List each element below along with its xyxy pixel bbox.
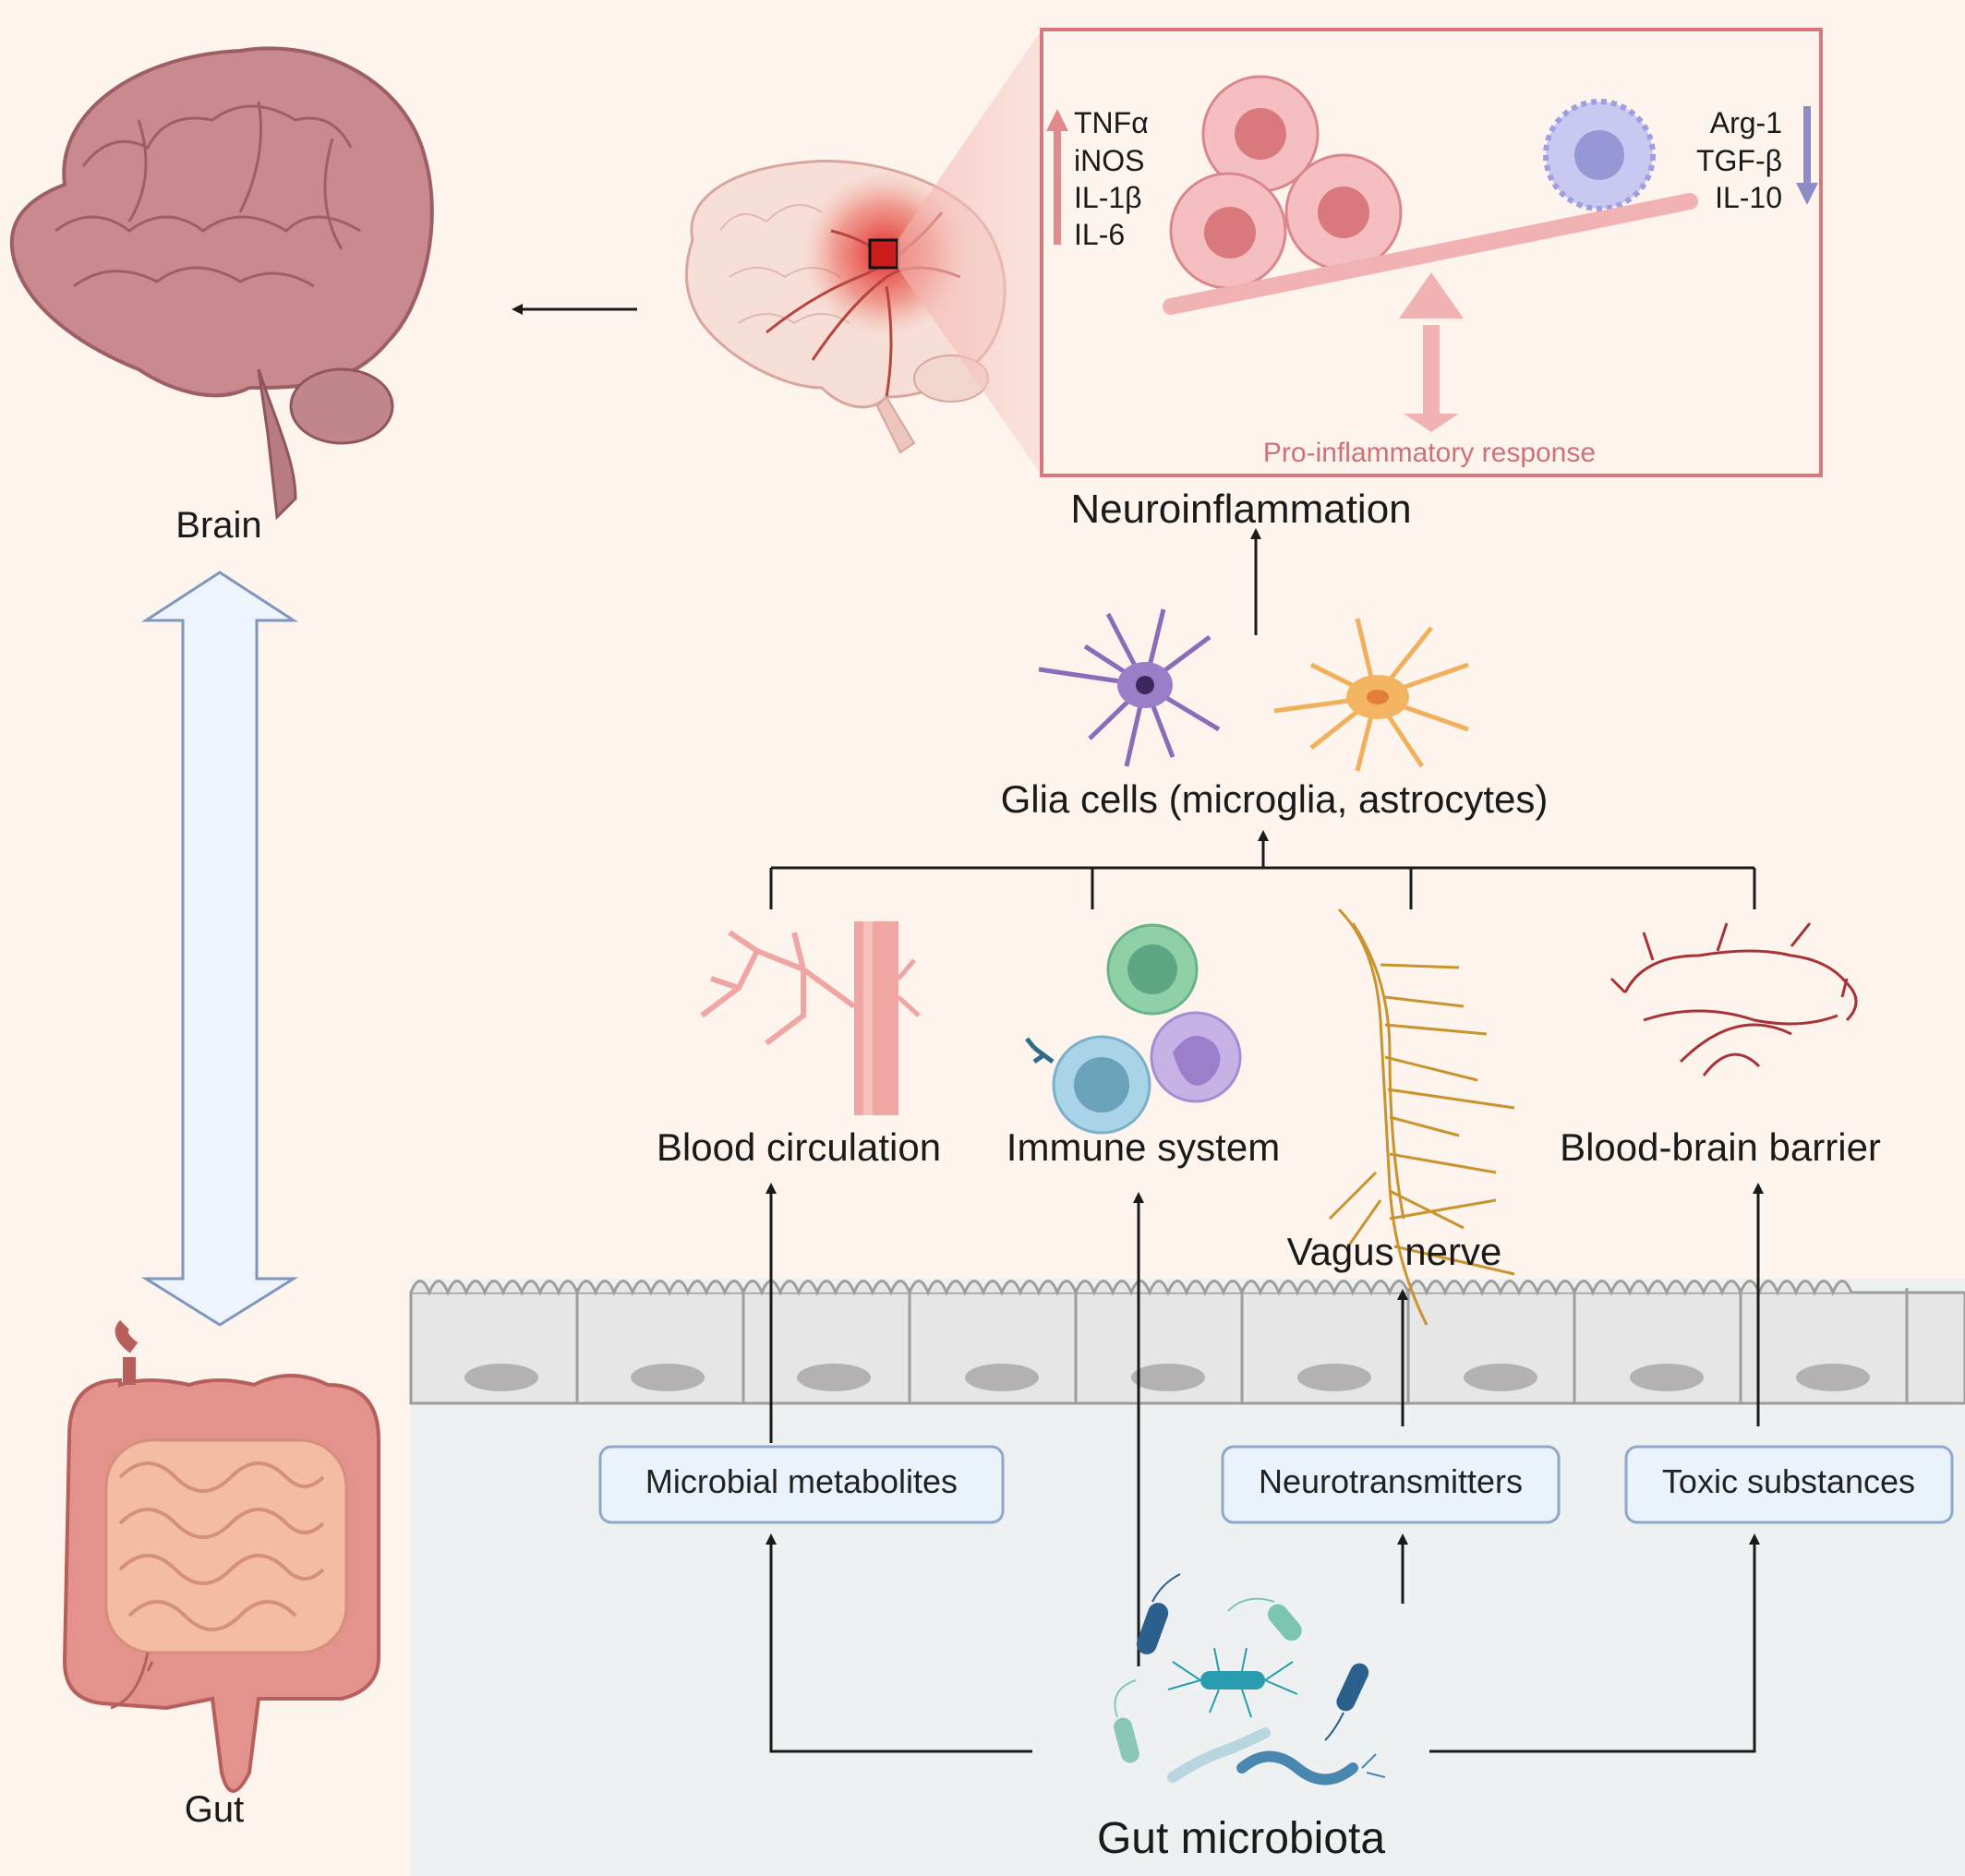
connector-tree [769,866,1756,909]
pro-inflammatory-cells [1169,75,1403,290]
marker-down-3: IL-10 [1715,181,1782,214]
down-markers: Arg-1 TGF-β IL-10 [1696,106,1782,214]
anti-inflammatory-cell [1543,99,1656,211]
neurotransmitters-label: Neurotransmitters [1259,1462,1523,1500]
microglia-illustration [1038,608,1221,767]
blood-circulation-label: Blood circulation [657,1125,941,1169]
brain-illustration [9,46,434,521]
down-arrow [1796,106,1818,205]
blood-brain-barrier-label: Blood-brain barrier [1560,1125,1881,1169]
brain-label: Brain [175,505,261,546]
marker-up-1: TNFα [1074,106,1149,139]
zoom-connector [898,30,1042,475]
gut-microbiota-label: Gut microbiota [1097,1814,1385,1863]
vagus-nerve-label: Vagus nerve [1287,1230,1502,1273]
up-markers: TNFα iNOS IL-1β IL-6 [1074,106,1149,251]
microbial-metabolites-label: Microbial metabolites [645,1462,958,1500]
glia-cells-label: Glia cells (microglia, astrocytes) [1001,777,1549,821]
toxic-substances-label: Toxic substances [1662,1462,1915,1500]
marker-down-1: Arg-1 [1710,106,1782,139]
toxic-substances-box: Toxic substances [1624,1445,1954,1524]
astrocyte-illustration [1273,618,1469,772]
intestinal-epithelium [409,1280,1965,1405]
arrow-microbiota-to-toxic [1429,1533,1760,1753]
immune-cells-illustration [1025,923,1242,1135]
vagus-nerve-illustration [1328,908,1515,1326]
blood-vessel-illustration [700,921,921,1115]
blood-brain-barrier-illustration [1609,922,1858,1076]
marker-up-2: iNOS [1074,144,1144,177]
marker-down-2: TGF-β [1696,144,1782,177]
gut-microbiota-illustration [1114,1573,1386,1786]
immune-system-label: Immune system [1007,1125,1280,1169]
neuroinflammation-label: Neuroinflammation [1070,487,1411,532]
seesaw-balance [1163,193,1698,432]
gut-label: Gut [185,1789,244,1830]
up-arrow [1046,109,1068,245]
arrow-microbiota-to-metabolites [766,1533,1032,1753]
brain-gut-double-arrow [140,571,299,1327]
marker-up-3: IL-1β [1074,181,1142,214]
gut-illustration [62,1320,380,1793]
pro-inflammatory-response-label: Pro-inflammatory response [1263,438,1596,468]
microbial-metabolites-box: Microbial metabolites [598,1445,1005,1524]
marker-up-4: IL-6 [1074,218,1125,251]
neurotransmitters-box: Neurotransmitters [1221,1445,1561,1524]
